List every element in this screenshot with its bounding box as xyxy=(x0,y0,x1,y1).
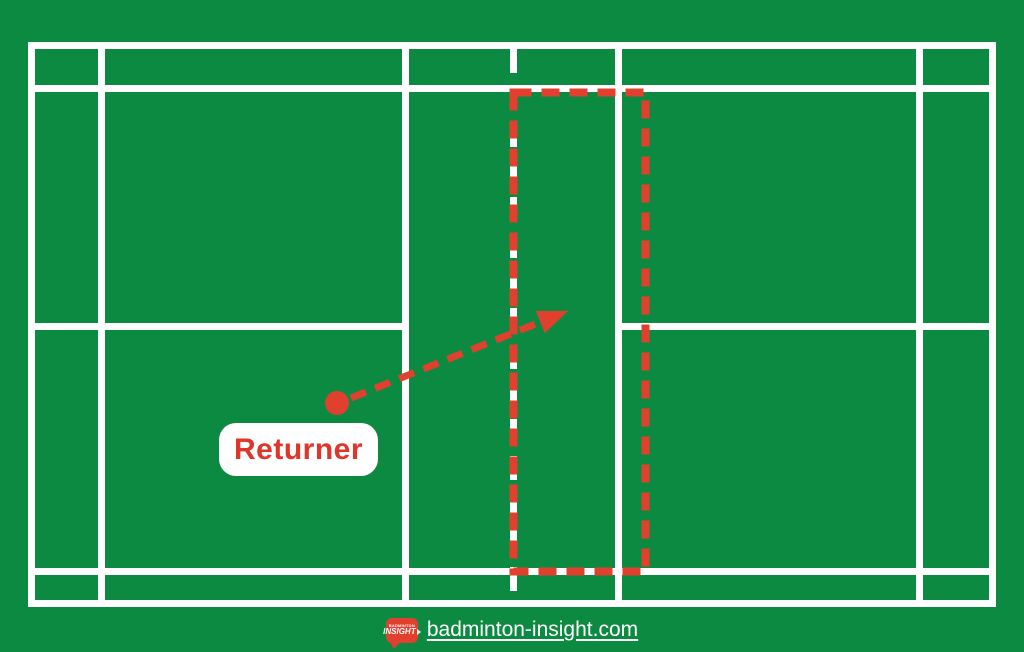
site-link[interactable]: badminton-insight.com xyxy=(426,618,639,641)
returner-dot xyxy=(325,391,349,415)
returner-label-text: Returner xyxy=(233,432,364,466)
badminton-insight-logo-icon: BADMINTON INSIGHT xyxy=(383,617,421,649)
logo-badminton-text: BADMINTON xyxy=(388,623,415,628)
returner-label: Returner xyxy=(219,423,378,476)
logo-insight-text: INSIGHT xyxy=(383,628,421,636)
movement-arrow xyxy=(349,310,569,402)
footer: BADMINTON INSIGHT badminton-insight.com xyxy=(0,612,1024,649)
highlight-zone-rect xyxy=(509,88,650,576)
shuttlecock-icon xyxy=(416,629,421,635)
